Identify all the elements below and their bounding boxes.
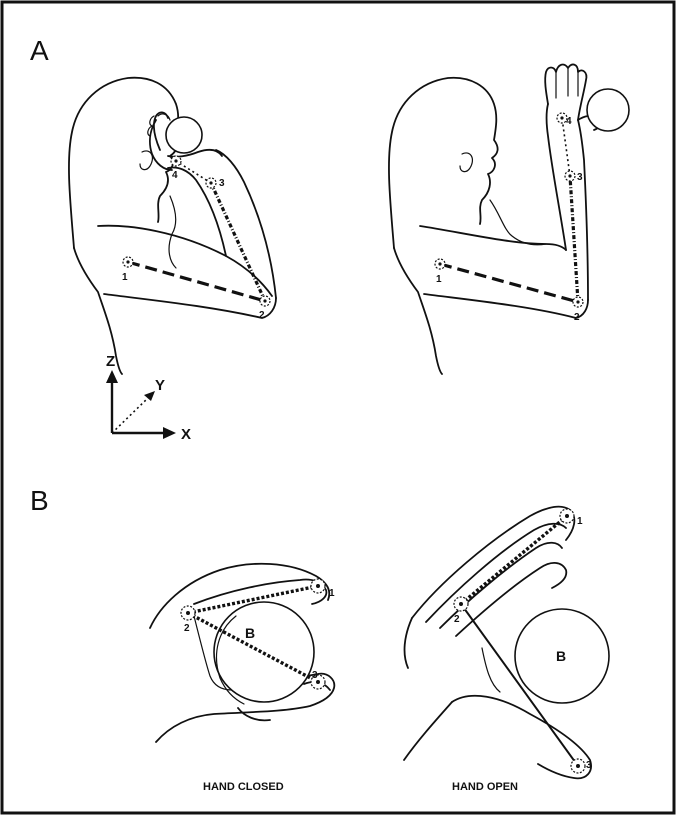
marker-2-right — [573, 297, 583, 307]
joint-label-4-left: 4 — [172, 170, 178, 181]
segment-2-3-left — [211, 183, 265, 301]
forearm-inner-right — [578, 120, 588, 300]
joint-label-2-left: 2 — [259, 310, 265, 321]
hand-closed-figure: B 1 2 3 HAND CLOSED — [150, 564, 335, 793]
marker-3-open — [571, 759, 585, 773]
forearm-outline-left — [216, 150, 276, 298]
ball-closed-label: B — [245, 625, 255, 641]
hand-outline-right — [545, 65, 586, 120]
ear-right — [460, 153, 472, 172]
joint-label-2-right: 2 — [574, 312, 580, 323]
y-axis-arrow — [144, 391, 155, 401]
y-axis-line — [112, 398, 148, 433]
arm-figure-right: 1 2 3 4 — [389, 65, 629, 374]
joint-label-1-closed: 1 — [329, 588, 335, 599]
joint-label-3-right: 3 — [577, 172, 583, 183]
ball-left — [166, 117, 202, 153]
marker-1-closed — [311, 579, 325, 593]
marker-2-closed — [181, 606, 195, 620]
caption-hand-open: HAND OPEN — [452, 781, 518, 793]
head-outline-right — [389, 78, 498, 248]
ball-right — [587, 89, 629, 131]
marker-2-open — [454, 597, 468, 611]
chest-outline-left — [169, 196, 176, 268]
ear-left — [140, 151, 152, 170]
ball-open-label: B — [556, 648, 566, 664]
segment-1-2-right — [440, 264, 578, 302]
segment-2-1-open — [461, 516, 567, 604]
z-axis-arrow — [106, 370, 118, 383]
y-axis-label: Y — [155, 377, 165, 394]
marker-4-left — [171, 156, 181, 166]
z-axis-label: Z — [106, 353, 115, 370]
arm-figure-left: 1 2 3 4 — [69, 78, 276, 374]
joint-label-3-open: 3 — [586, 760, 592, 771]
x-axis-arrow — [163, 427, 176, 439]
joint-label-1-right: 1 — [436, 274, 442, 285]
marker-1-open — [560, 509, 574, 523]
upper-arm-outline-right — [420, 226, 566, 250]
joint-label-2-open: 2 — [454, 614, 460, 625]
marker-3-left — [206, 178, 216, 188]
caption-hand-closed: HAND CLOSED — [203, 781, 284, 793]
marker-3-right — [565, 171, 575, 181]
hand-closed-index — [194, 579, 326, 604]
joint-label-1-left: 1 — [122, 272, 128, 283]
panel-b-letter: B — [30, 485, 49, 516]
marker-1-left — [123, 257, 133, 267]
marker-1-right — [435, 259, 445, 269]
segment-3-4-left — [176, 161, 211, 183]
panel-a-letter: A — [30, 35, 49, 66]
joint-label-2-closed: 2 — [184, 623, 190, 634]
joint-label-3-closed: 3 — [312, 670, 318, 681]
joint-label-4-right: 4 — [566, 116, 572, 127]
joint-label-3-left: 3 — [219, 178, 225, 189]
chest-outline-right — [490, 200, 546, 245]
hand-open-back — [404, 618, 452, 760]
hand-open-thumb — [452, 696, 591, 779]
joint-label-1-open: 1 — [577, 516, 583, 527]
fingers-right — [556, 68, 578, 98]
hand-open-figure: B 1 2 3 HAND OPEN — [404, 507, 609, 793]
torso-outline-right — [394, 248, 442, 374]
marker-2-left — [260, 296, 270, 306]
x-axis-label: X — [181, 426, 191, 443]
segment-2-3-right — [570, 176, 578, 302]
head-outline-left — [69, 78, 178, 248]
